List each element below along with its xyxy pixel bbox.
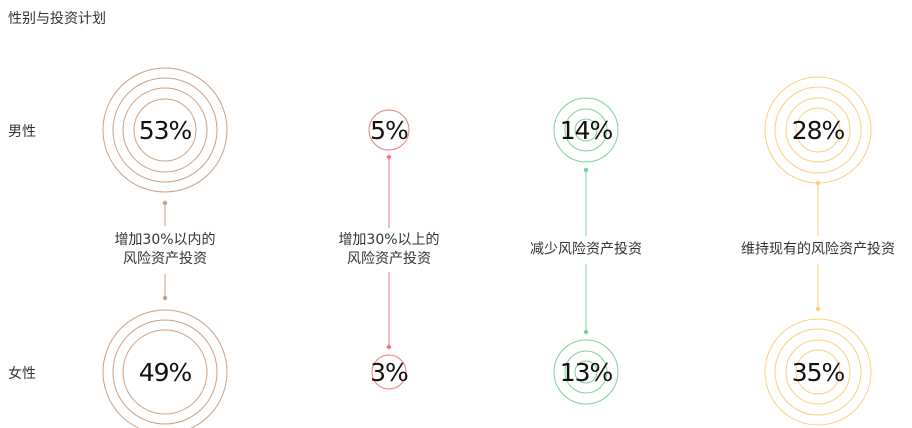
category-label-col1: 增加30%以内的 风险资产投资 bbox=[114, 231, 216, 269]
column-4-rings bbox=[764, 76, 872, 426]
category-label-col2: 增加30%以上的 风险资产投资 bbox=[338, 231, 440, 269]
value-male-col4: 28% bbox=[792, 116, 845, 145]
row-label-female: 女性 bbox=[8, 366, 36, 382]
category-label-line1: 增加30%以上的 bbox=[338, 232, 440, 248]
category-label-line2: 风险资产投资 bbox=[123, 251, 207, 267]
column-2-rings bbox=[368, 109, 410, 390]
value-female-col3: 13% bbox=[560, 358, 613, 387]
value-male-col1: 53% bbox=[139, 116, 192, 145]
chart-title: 性别与投资计划 bbox=[8, 11, 106, 27]
category-label-col4: 维持现有的风险资产投资 bbox=[741, 240, 895, 260]
category-label-line1: 减少风险资产投资 bbox=[530, 241, 642, 258]
value-female-col2: 3% bbox=[370, 358, 408, 387]
category-label-col3: 减少风险资产投资 bbox=[530, 240, 642, 260]
category-label-line1: 维持现有的风险资产投资 bbox=[741, 241, 895, 258]
column-3-rings bbox=[553, 97, 619, 405]
value-male-col2: 5% bbox=[370, 116, 408, 145]
value-female-col1: 49% bbox=[139, 358, 192, 387]
row-label-male: 男性 bbox=[8, 124, 36, 140]
value-female-col4: 35% bbox=[792, 358, 845, 387]
value-male-col3: 14% bbox=[560, 116, 613, 145]
category-label-line2: 风险资产投资 bbox=[347, 251, 431, 267]
category-label-line1: 增加30%以内的 bbox=[114, 232, 216, 248]
column-1-rings bbox=[102, 67, 228, 428]
